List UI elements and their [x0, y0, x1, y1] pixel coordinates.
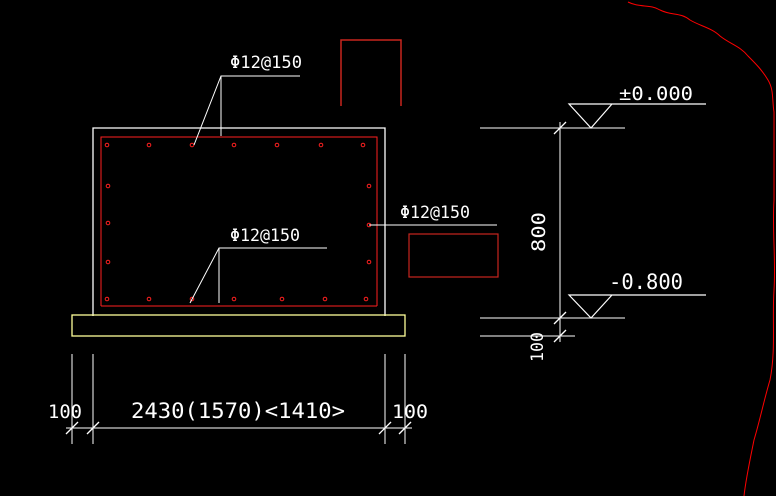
rebar-dot-top [360, 142, 366, 148]
rebar-dot-top [231, 142, 237, 148]
rebar-dot-bottom [231, 296, 237, 302]
right-offset-dim-label: 100 [392, 401, 428, 423]
dim-htick-4 [398, 421, 412, 435]
rebar-dot-bottom [322, 296, 328, 302]
rebar-dot-bottom [146, 296, 152, 302]
rebar-dot-top [318, 142, 324, 148]
rebar-dot-right [366, 183, 372, 189]
elevation-top-label: ±0.000 [619, 83, 693, 105]
rebar-dot-right [366, 259, 372, 265]
pit-outline [92, 127, 386, 316]
dim-htick-3 [378, 421, 392, 435]
break-line [627, 1, 776, 496]
rebar-dot-top [104, 142, 110, 148]
cushion-dim-label: 100 [528, 332, 548, 362]
rebar-cage [100, 136, 378, 306]
dim-htick-1 [65, 421, 79, 435]
dim-htick-2 [86, 421, 100, 435]
dim-tick-mid [553, 311, 567, 325]
left-offset-dim-label: 100 [48, 401, 82, 423]
cushion-layer [71, 314, 406, 337]
side-rebar-label: Φ12@150 [400, 203, 470, 223]
dim-tick-bottom [553, 329, 567, 343]
rebar-dot-bottom [189, 296, 195, 302]
rebar-dot-top [274, 142, 280, 148]
height-dim-label: 800 [528, 212, 550, 252]
rebar-dots [104, 142, 372, 302]
rebar-dot-left [105, 259, 111, 265]
elevation-top-symbol [567, 103, 706, 129]
rebar-dot-left [105, 220, 111, 226]
rebar-dot-left [105, 183, 111, 189]
bottom-rebar-label: Φ12@150 [230, 226, 300, 246]
top-rebar-label: Φ12@150 [230, 53, 302, 73]
rebar-dot-top [146, 142, 152, 148]
elevation-bottom-label: -0.800 [609, 270, 683, 294]
rebar-dot-bottom [104, 296, 110, 302]
rebar-dot-top [189, 142, 195, 148]
rebar-dot-bottom [363, 296, 369, 302]
dim-tick-top [553, 121, 567, 135]
elevation-bottom-symbol [567, 294, 706, 319]
rebar-dot-bottom [279, 296, 285, 302]
side-opening [408, 233, 499, 278]
width-dim-label: 2430(1570)<1410> [131, 399, 345, 423]
column-stub [340, 39, 402, 106]
